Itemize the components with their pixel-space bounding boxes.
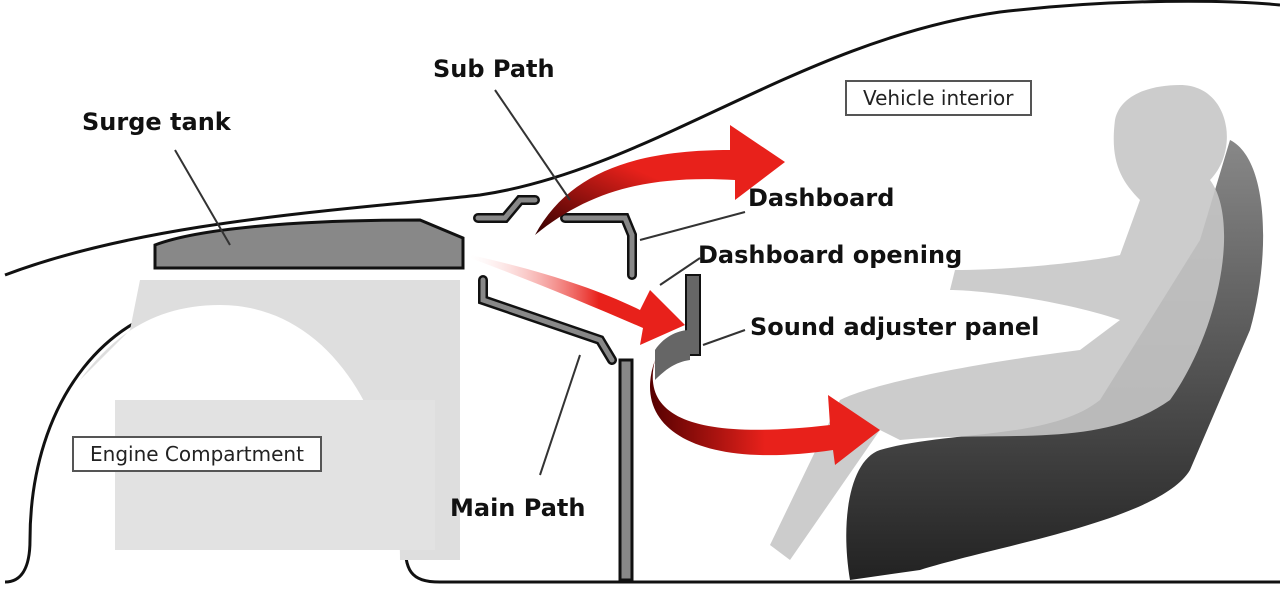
- sub-path-arrow: [535, 125, 785, 235]
- label-dashboard-opening: Dashboard opening: [698, 241, 963, 269]
- surge-tank: [153, 218, 465, 270]
- label-dashboard: Dashboard: [748, 184, 895, 212]
- main-path-arrow: [470, 255, 685, 345]
- engine-block: [80, 280, 460, 560]
- car-roof-line: [4, 0, 1280, 277]
- label-vehicle-interior: Vehicle interior: [845, 80, 1032, 116]
- label-engine-compartment: Engine Compartment: [72, 436, 322, 472]
- label-main-path: Main Path: [450, 494, 586, 522]
- label-sound-adjuster-panel: Sound adjuster panel: [750, 313, 1040, 341]
- passenger: [770, 85, 1227, 560]
- label-sub-path: Sub Path: [433, 55, 555, 83]
- label-surge-tank: Surge tank: [82, 108, 231, 136]
- interior-arrow: [649, 360, 880, 465]
- leader-lines: [174, 89, 746, 476]
- firewall: [618, 358, 634, 582]
- seat: [846, 140, 1264, 580]
- dashboard-panel: [560, 213, 637, 280]
